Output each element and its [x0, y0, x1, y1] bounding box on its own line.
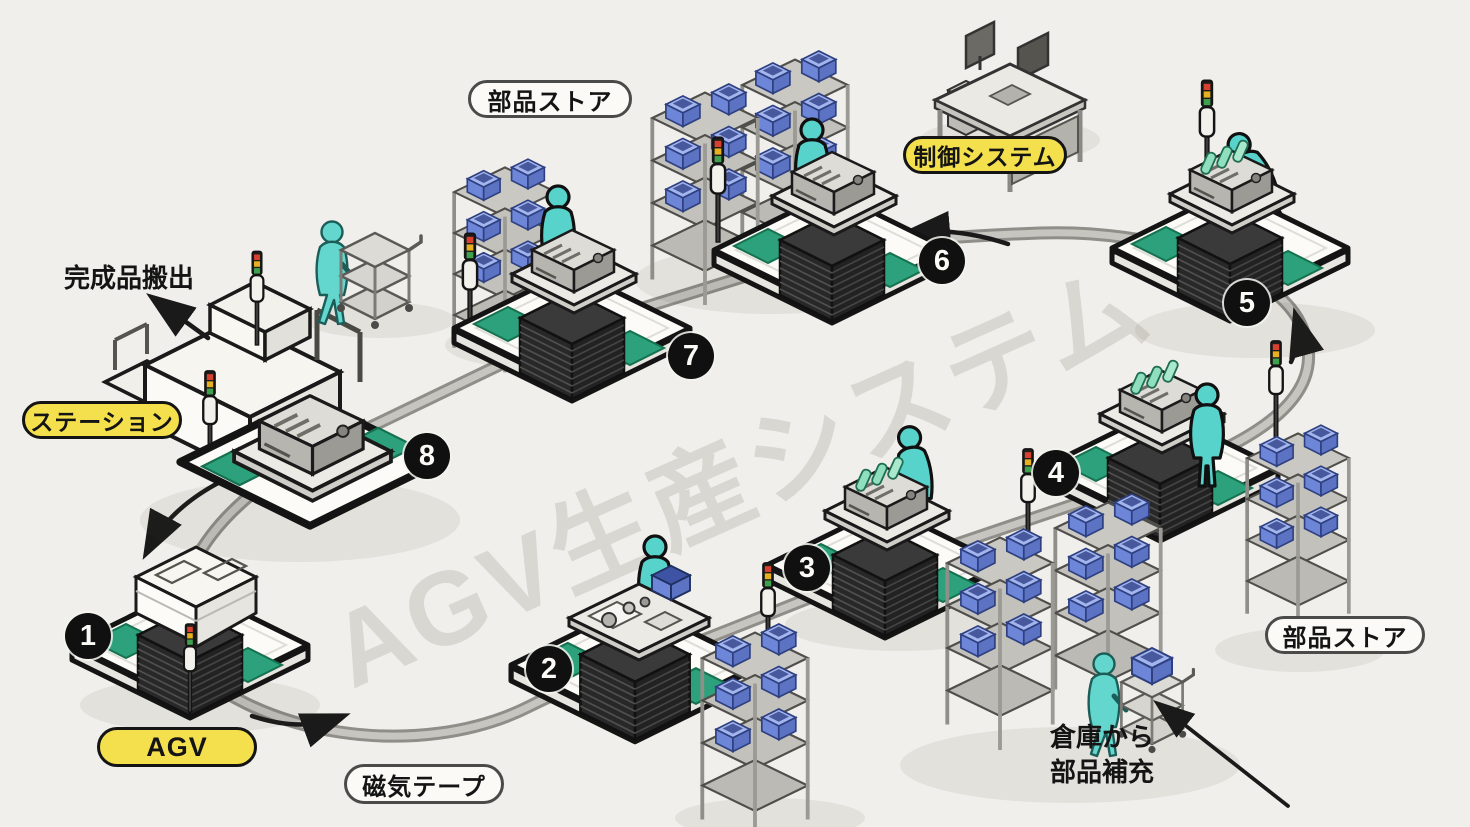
annotation-arrows: [146, 293, 1290, 808]
warehouse-restock-line1: 倉庫から: [1050, 722, 1155, 752]
station-marker-7: 7: [668, 333, 714, 379]
label-control-system: 制御システム: [903, 136, 1067, 174]
warehouse-restock-line2: 部品補充: [1050, 757, 1155, 788]
station-marker-2: 2: [526, 646, 572, 692]
label-parts-store-top: 部品ストア: [468, 80, 632, 118]
warehouse-restock-arrow: [1153, 699, 1290, 808]
label-station: ステーション: [22, 401, 182, 439]
station-marker-3: 3: [784, 545, 830, 591]
station-marker-5: 5: [1224, 280, 1270, 326]
label-warehouse-restock: 倉庫から 部品補充: [1050, 720, 1154, 790]
station-marker-1: 1: [65, 613, 111, 659]
label-agv: AGV: [97, 727, 257, 767]
control-system-desk: [931, 19, 1089, 192]
label-magnetic-tape: 磁気テープ: [344, 764, 504, 804]
label-parts-store-right: 部品ストア: [1265, 616, 1425, 654]
station-marker-6: 6: [919, 238, 965, 284]
station-marker-8: 8: [404, 433, 450, 479]
finished-goods-arrow: [146, 293, 211, 341]
label-finished-goods-out: 完成品搬出: [64, 263, 195, 293]
station-marker-4: 4: [1033, 450, 1079, 496]
